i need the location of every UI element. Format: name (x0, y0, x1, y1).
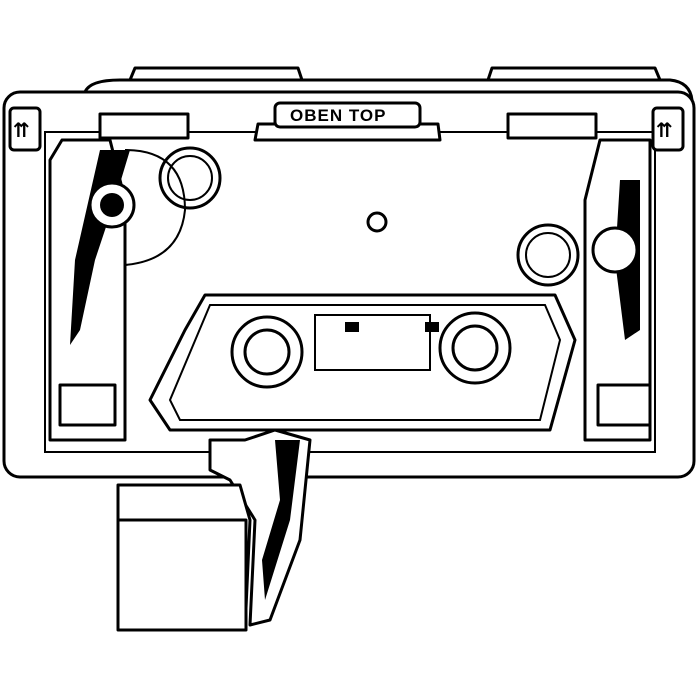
up-marker-left (8, 106, 42, 152)
tab-right (506, 112, 598, 140)
center-hole (366, 211, 388, 233)
label-plate (273, 101, 422, 129)
top-rail-right (486, 66, 662, 82)
right-pivot (591, 226, 639, 274)
left-arc (124, 149, 187, 266)
tab-left (98, 112, 190, 140)
orientation-label: OBEN TOP (290, 106, 386, 125)
right-foot (596, 383, 652, 427)
bracket-block-front (116, 518, 248, 632)
top-rail-left (128, 66, 304, 82)
up-arrows-icon: ⇈ (656, 118, 673, 142)
left-foot (58, 383, 117, 427)
up-arrows-icon: ⇈ (13, 118, 30, 142)
up-marker-right (651, 106, 685, 152)
